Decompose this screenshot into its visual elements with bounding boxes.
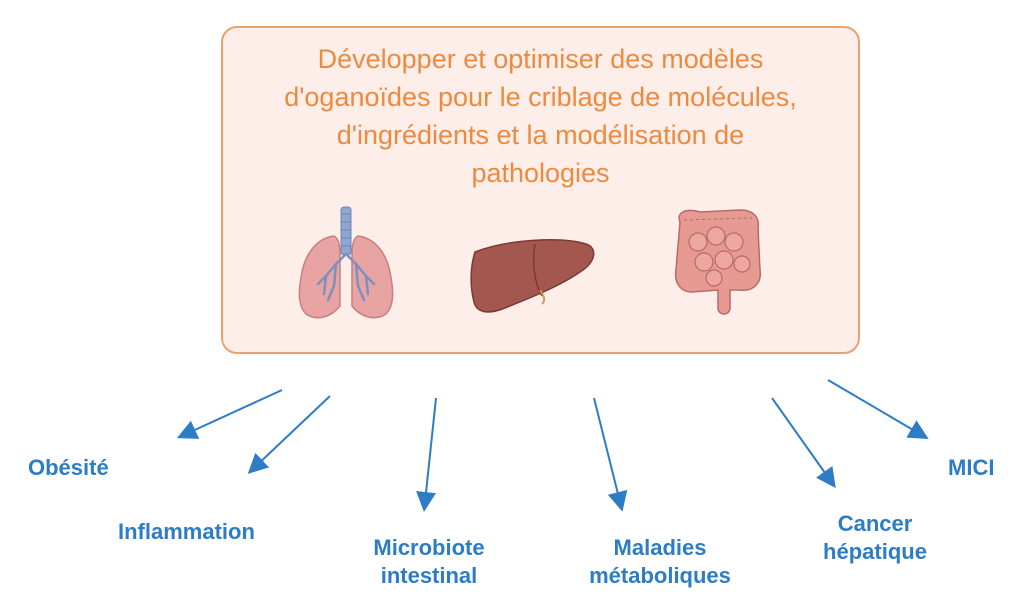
label-maladies-line-1: Maladies bbox=[613, 535, 707, 560]
label-microbiote: Microbiote intestinal bbox=[362, 534, 496, 590]
main-title: Développer et optimiser des modèles d'og… bbox=[232, 40, 849, 192]
intestine-icon bbox=[674, 209, 762, 315]
label-maladies: Maladies métaboliques bbox=[584, 534, 736, 590]
label-inflammation: Inflammation bbox=[118, 518, 255, 546]
label-microbiote-line-2: intestinal bbox=[380, 563, 478, 588]
label-mici-line-1: MICI bbox=[948, 455, 995, 480]
label-maladies-line-2: métaboliques bbox=[589, 563, 731, 588]
label-inflammation-line-1: Inflammation bbox=[118, 519, 255, 544]
label-cancer: Cancer hépatique bbox=[812, 510, 938, 566]
label-obesite: Obésité bbox=[28, 454, 109, 482]
label-mici: MICI bbox=[948, 454, 994, 482]
arrow-mici bbox=[827, 379, 929, 440]
arrow-microbiote bbox=[416, 397, 437, 512]
label-cancer-line-1: Cancer bbox=[837, 511, 913, 536]
title-line-3: d'ingrédients et la modélisation de bbox=[336, 120, 745, 150]
label-obesite-line-1: Obésité bbox=[28, 455, 109, 480]
title-line-4: pathologies bbox=[471, 158, 610, 188]
lungs-icon bbox=[298, 206, 394, 319]
label-cancer-line-2: hépatique bbox=[823, 539, 927, 564]
arrow-cancer bbox=[771, 397, 836, 489]
arrow-inflammation bbox=[247, 395, 331, 474]
arrow-obesite bbox=[176, 389, 283, 439]
title-line-2: d'oganoïdes pour le criblage de molécule… bbox=[284, 82, 797, 112]
liver-icon bbox=[470, 239, 595, 313]
label-microbiote-line-1: Microbiote bbox=[373, 535, 485, 560]
title-line-1: Développer et optimiser des modèles bbox=[317, 44, 764, 74]
arrow-maladies bbox=[593, 397, 628, 512]
